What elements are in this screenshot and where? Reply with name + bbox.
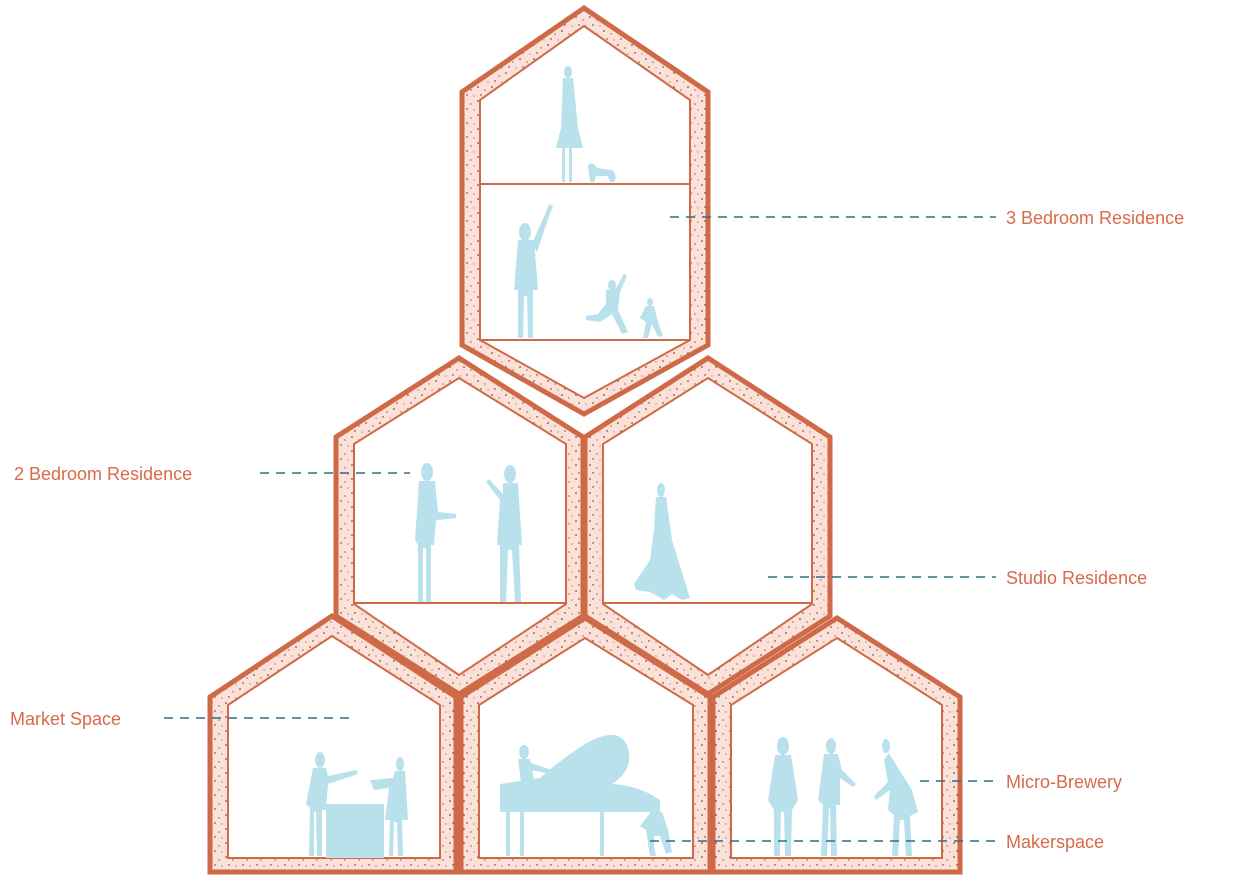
small-child-figure (640, 298, 663, 338)
label-three-bedroom: 3 Bedroom Residence (1006, 208, 1184, 228)
unit-makerspace (458, 615, 713, 875)
label-brewery: Micro-Brewery (1006, 772, 1122, 792)
person-figure (415, 463, 456, 602)
unit-studio (582, 355, 833, 697)
person-dress-figure (634, 483, 690, 600)
person-pointing-figure (486, 465, 522, 602)
label-studio: Studio Residence (1006, 568, 1147, 588)
person-waving-figure (514, 204, 553, 338)
unit-market (207, 613, 459, 875)
unit-micro-brewery (710, 615, 963, 875)
dog-figure (588, 163, 616, 182)
pianist-figure (640, 800, 672, 856)
wall-inner (602, 376, 813, 677)
person-figure (556, 66, 583, 182)
violinist-figure (518, 745, 552, 790)
unit-three-bedroom (459, 4, 711, 417)
vendor-figure (306, 752, 358, 856)
market-stall (326, 804, 384, 858)
wall-inner (479, 24, 691, 400)
person-figure (818, 738, 856, 856)
label-two-bedroom: 2 Bedroom Residence (14, 464, 192, 484)
label-makerspace: Makerspace (1006, 832, 1104, 852)
customer-figure (370, 757, 408, 856)
person-leaning-figure (874, 739, 918, 856)
unit-two-bedroom (333, 355, 586, 697)
wall-inner (353, 376, 567, 677)
child-running-figure (586, 274, 628, 334)
person-figure (768, 737, 798, 856)
label-market: Market Space (10, 709, 121, 729)
